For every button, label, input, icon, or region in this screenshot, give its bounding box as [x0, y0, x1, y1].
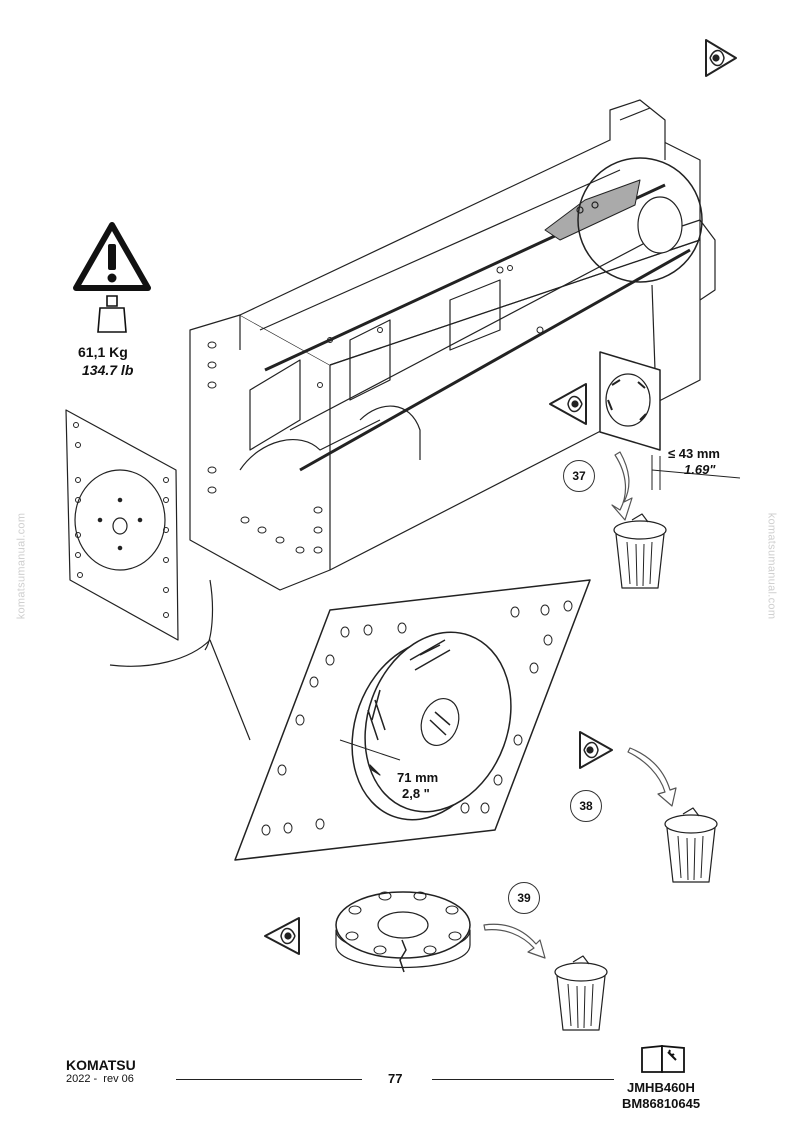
trash-bin-icon	[664, 807, 718, 883]
eye-inspect-icon	[264, 917, 300, 955]
dimension-in-38: 2,8 "	[402, 786, 430, 801]
dimension-mm-37: ≤ 43 mm	[668, 446, 720, 461]
weight-icon	[97, 295, 127, 333]
dimension-in-37: 1.69"	[684, 462, 716, 477]
discard-arrow	[483, 923, 546, 959]
footer-doc-code: BM86810645	[622, 1096, 701, 1111]
boom-frame-drawing	[189, 99, 716, 591]
discard-arrow	[627, 747, 677, 807]
footer-rule-right	[432, 1079, 614, 1080]
watermark-right: komatsumanual.com	[765, 512, 778, 620]
warning-triangle-icon	[73, 222, 151, 291]
step-badge-39: 39	[508, 882, 540, 914]
eye-inspect-icon	[549, 383, 587, 425]
step-badge-37: 37	[563, 460, 595, 492]
footer-model: JMHB460H	[627, 1080, 695, 1095]
trash-bin-icon	[554, 955, 608, 1031]
watermark-left: komatsumanual.com	[15, 512, 28, 620]
manual-book-icon	[641, 1045, 685, 1073]
footer-edition: 2022 - rev 06	[66, 1073, 134, 1085]
eye-inspect-icon	[705, 39, 737, 77]
trash-bin-icon	[613, 513, 667, 589]
eye-inspect-icon	[579, 731, 613, 769]
weight-kg: 61,1 Kg	[78, 344, 128, 360]
split-ring-drawing	[335, 891, 471, 973]
footer-brand: KOMATSU	[66, 1057, 136, 1073]
wear-pad-drawing	[599, 351, 741, 490]
dimension-mm-38: 71 mm	[397, 770, 439, 785]
large-plate-drawing	[234, 579, 591, 861]
footer-rule-left	[176, 1079, 362, 1080]
page-number: 77	[388, 1071, 403, 1086]
step-badge-38: 38	[570, 790, 602, 822]
discard-arrow	[611, 451, 633, 521]
weight-lb: 134.7 lb	[82, 362, 134, 378]
small-plate-drawing	[65, 409, 251, 741]
